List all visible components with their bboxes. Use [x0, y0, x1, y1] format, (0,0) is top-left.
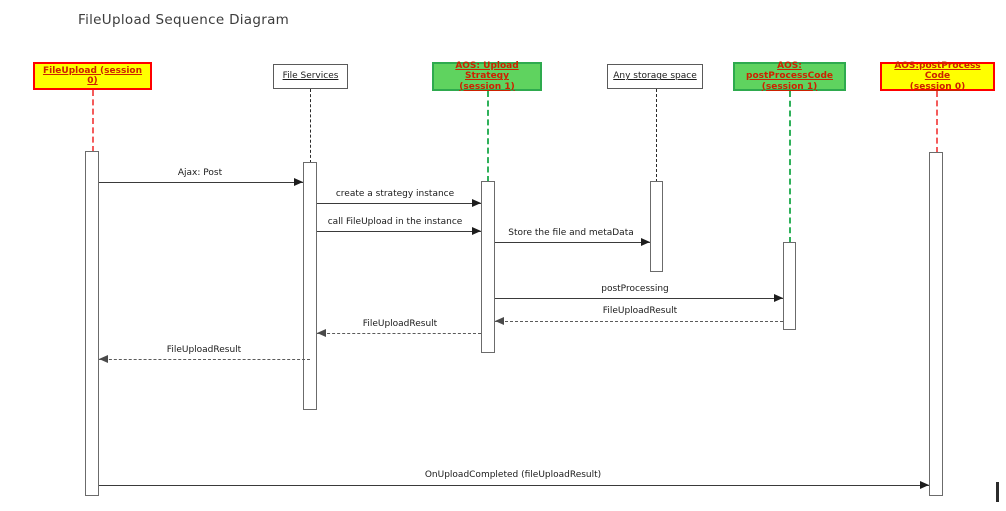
lifeline-postprocesscode-s1: [789, 91, 791, 243]
message-line-m8: [99, 359, 310, 360]
message-label-m5: postProcessing: [601, 284, 669, 294]
message-label-m6: FileUploadResult: [602, 306, 678, 316]
message-label-m1: Ajax: Post: [177, 168, 223, 178]
arrow-head-m9: [920, 481, 929, 489]
message-line-m1: [99, 182, 303, 183]
participant-label-upload-strategy: AOS: Upload Strategy (session 1): [455, 60, 519, 92]
lifeline-fileupload: [92, 90, 94, 152]
arrow-head-m3: [472, 227, 481, 235]
message-label-m2: create a strategy instance: [335, 189, 455, 199]
message-label-m7: FileUploadResult: [362, 319, 438, 329]
activation-bar-postprocesscode-s0: [929, 152, 943, 496]
participant-postprocesscode-s0[interactable]: AOS:postProcess Code (session 0): [880, 60, 995, 92]
participant-label-postprocesscode-s0: AOS:postProcess Code (session 0): [894, 60, 981, 92]
arrow-head-m2: [472, 199, 481, 207]
activation-bar-fileupload: [85, 151, 99, 496]
lifeline-postprocesscode-s0: [936, 91, 938, 153]
participant-postprocesscode-s1[interactable]: AOS: postProcessCode (session 1): [733, 60, 846, 92]
message-line-m6: [495, 321, 783, 322]
participant-label-postprocesscode-s1: AOS: postProcessCode (session 1): [746, 60, 833, 92]
diagram-title: FileUpload Sequence Diagram: [78, 12, 290, 28]
participant-label-file-services: File Services: [282, 71, 339, 82]
arrow-head-m8: [99, 355, 108, 363]
participant-fileupload[interactable]: FileUpload (session 0): [33, 62, 152, 90]
message-line-m3: [317, 231, 481, 232]
participant-label-storage-space: Any storage space: [613, 71, 697, 82]
participant-upload-strategy[interactable]: AOS: Upload Strategy (session 1): [432, 60, 542, 92]
arrow-head-m5: [774, 294, 783, 302]
message-line-m5: [495, 298, 783, 299]
message-line-m7: [317, 333, 481, 334]
lifeline-file-services: [310, 89, 311, 163]
arrow-head-m6: [495, 317, 504, 325]
message-line-m2: [317, 203, 481, 204]
arrow-head-m4: [641, 238, 650, 246]
lifeline-upload-strategy: [487, 91, 489, 182]
participant-label-fileupload: FileUpload (session 0): [42, 65, 143, 86]
activation-bar-storage-space: [650, 181, 663, 272]
message-line-m4: [495, 242, 650, 243]
message-label-m9: OnUploadCompleted (fileUploadResult): [424, 470, 602, 480]
message-label-m3: call FileUpload in the instance: [327, 217, 463, 227]
participant-storage-space[interactable]: Any storage space: [607, 64, 703, 89]
lifeline-storage-space: [656, 89, 657, 182]
activation-bar-file-services: [303, 162, 317, 410]
participant-file-services[interactable]: File Services: [273, 64, 348, 89]
message-label-m4: Store the file and metaData: [508, 228, 634, 238]
message-label-m8: FileUploadResult: [166, 345, 242, 355]
canvas-edge-marker: [996, 482, 999, 502]
activation-bar-postprocesscode-s1: [783, 242, 796, 330]
arrow-head-m1: [294, 178, 303, 186]
arrow-head-m7: [317, 329, 326, 337]
activation-bar-upload-strategy: [481, 181, 495, 353]
message-line-m9: [99, 485, 929, 486]
